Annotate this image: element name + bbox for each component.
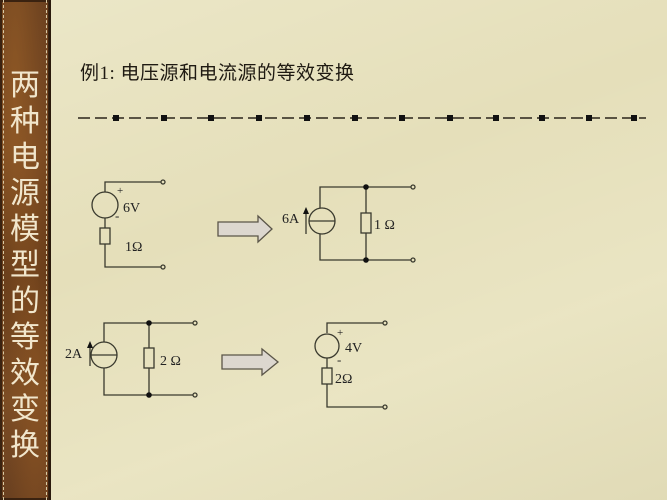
- resistor-icon: [321, 367, 333, 385]
- sidebar-title-char: 效: [10, 356, 40, 391]
- circuit-voltage-source-6v: [91, 179, 166, 270]
- sidebar-title-char: 源: [10, 176, 40, 211]
- sidebar-title-char: 换: [10, 428, 40, 463]
- minus-label: -: [115, 208, 119, 223]
- right-arrow-icon: [217, 214, 273, 244]
- source-value-label: 2A: [65, 347, 83, 362]
- junction-dot: [363, 184, 369, 190]
- sidebar-title-char: 两: [10, 68, 40, 103]
- circuit-current-source-2a: [89, 320, 198, 398]
- plus-label: +: [117, 185, 123, 197]
- resistor-value-label: 2 Ω: [160, 354, 181, 369]
- junction-dot: [146, 392, 152, 398]
- terminal-icon: [160, 179, 166, 185]
- source-value-label: 4V: [345, 341, 362, 356]
- sidebar-title-char: 型: [10, 248, 40, 283]
- terminal-icon: [382, 320, 388, 326]
- terminal-icon: [192, 320, 198, 326]
- sidebar-title-char: 等: [10, 320, 40, 355]
- arrowhead-icon: [303, 207, 309, 214]
- junction-dot: [363, 257, 369, 263]
- sidebar-title-char: 模: [10, 212, 40, 247]
- sidebar-title-char: 的: [10, 284, 40, 319]
- source-value-label: 6V: [123, 201, 140, 216]
- sidebar-title-char: 变: [10, 392, 40, 427]
- sidebar-title: 两 种 电 源 模 型 的 等 效 变 换: [0, 68, 50, 464]
- sidebar-divider: [49, 0, 51, 500]
- resistor-value-label: 2Ω: [335, 372, 352, 387]
- dash-dot-divider: [78, 115, 646, 121]
- sidebar-title-char: 电: [10, 140, 40, 175]
- circuit-voltage-source-4v: [314, 320, 388, 410]
- resistor-icon: [360, 212, 372, 234]
- voltage-source-icon: [314, 333, 340, 359]
- terminal-icon: [192, 392, 198, 398]
- sidebar: 两 种 电 源 模 型 的 等 效 变 换: [0, 0, 50, 500]
- terminal-icon: [382, 404, 388, 410]
- resistor-value-label: 1 Ω: [374, 218, 395, 233]
- arrowhead-icon: [87, 341, 93, 348]
- resistor-icon: [99, 227, 111, 245]
- terminal-icon: [410, 184, 416, 190]
- sidebar-frame: [3, 0, 47, 500]
- junction-dot: [146, 320, 152, 326]
- resistor-icon: [143, 347, 155, 369]
- right-arrow-icon: [221, 347, 280, 377]
- plus-label: +: [337, 327, 343, 339]
- circuit-current-source-6a: [305, 184, 416, 263]
- minus-label: -: [337, 352, 341, 367]
- slide-heading: 例1: 电压源和电流源的等效变换: [80, 63, 355, 84]
- terminal-icon: [160, 264, 166, 270]
- source-value-label: 6A: [282, 212, 300, 227]
- terminal-icon: [410, 257, 416, 263]
- resistor-value-label: 1Ω: [125, 240, 142, 255]
- sidebar-title-char: 种: [10, 104, 40, 139]
